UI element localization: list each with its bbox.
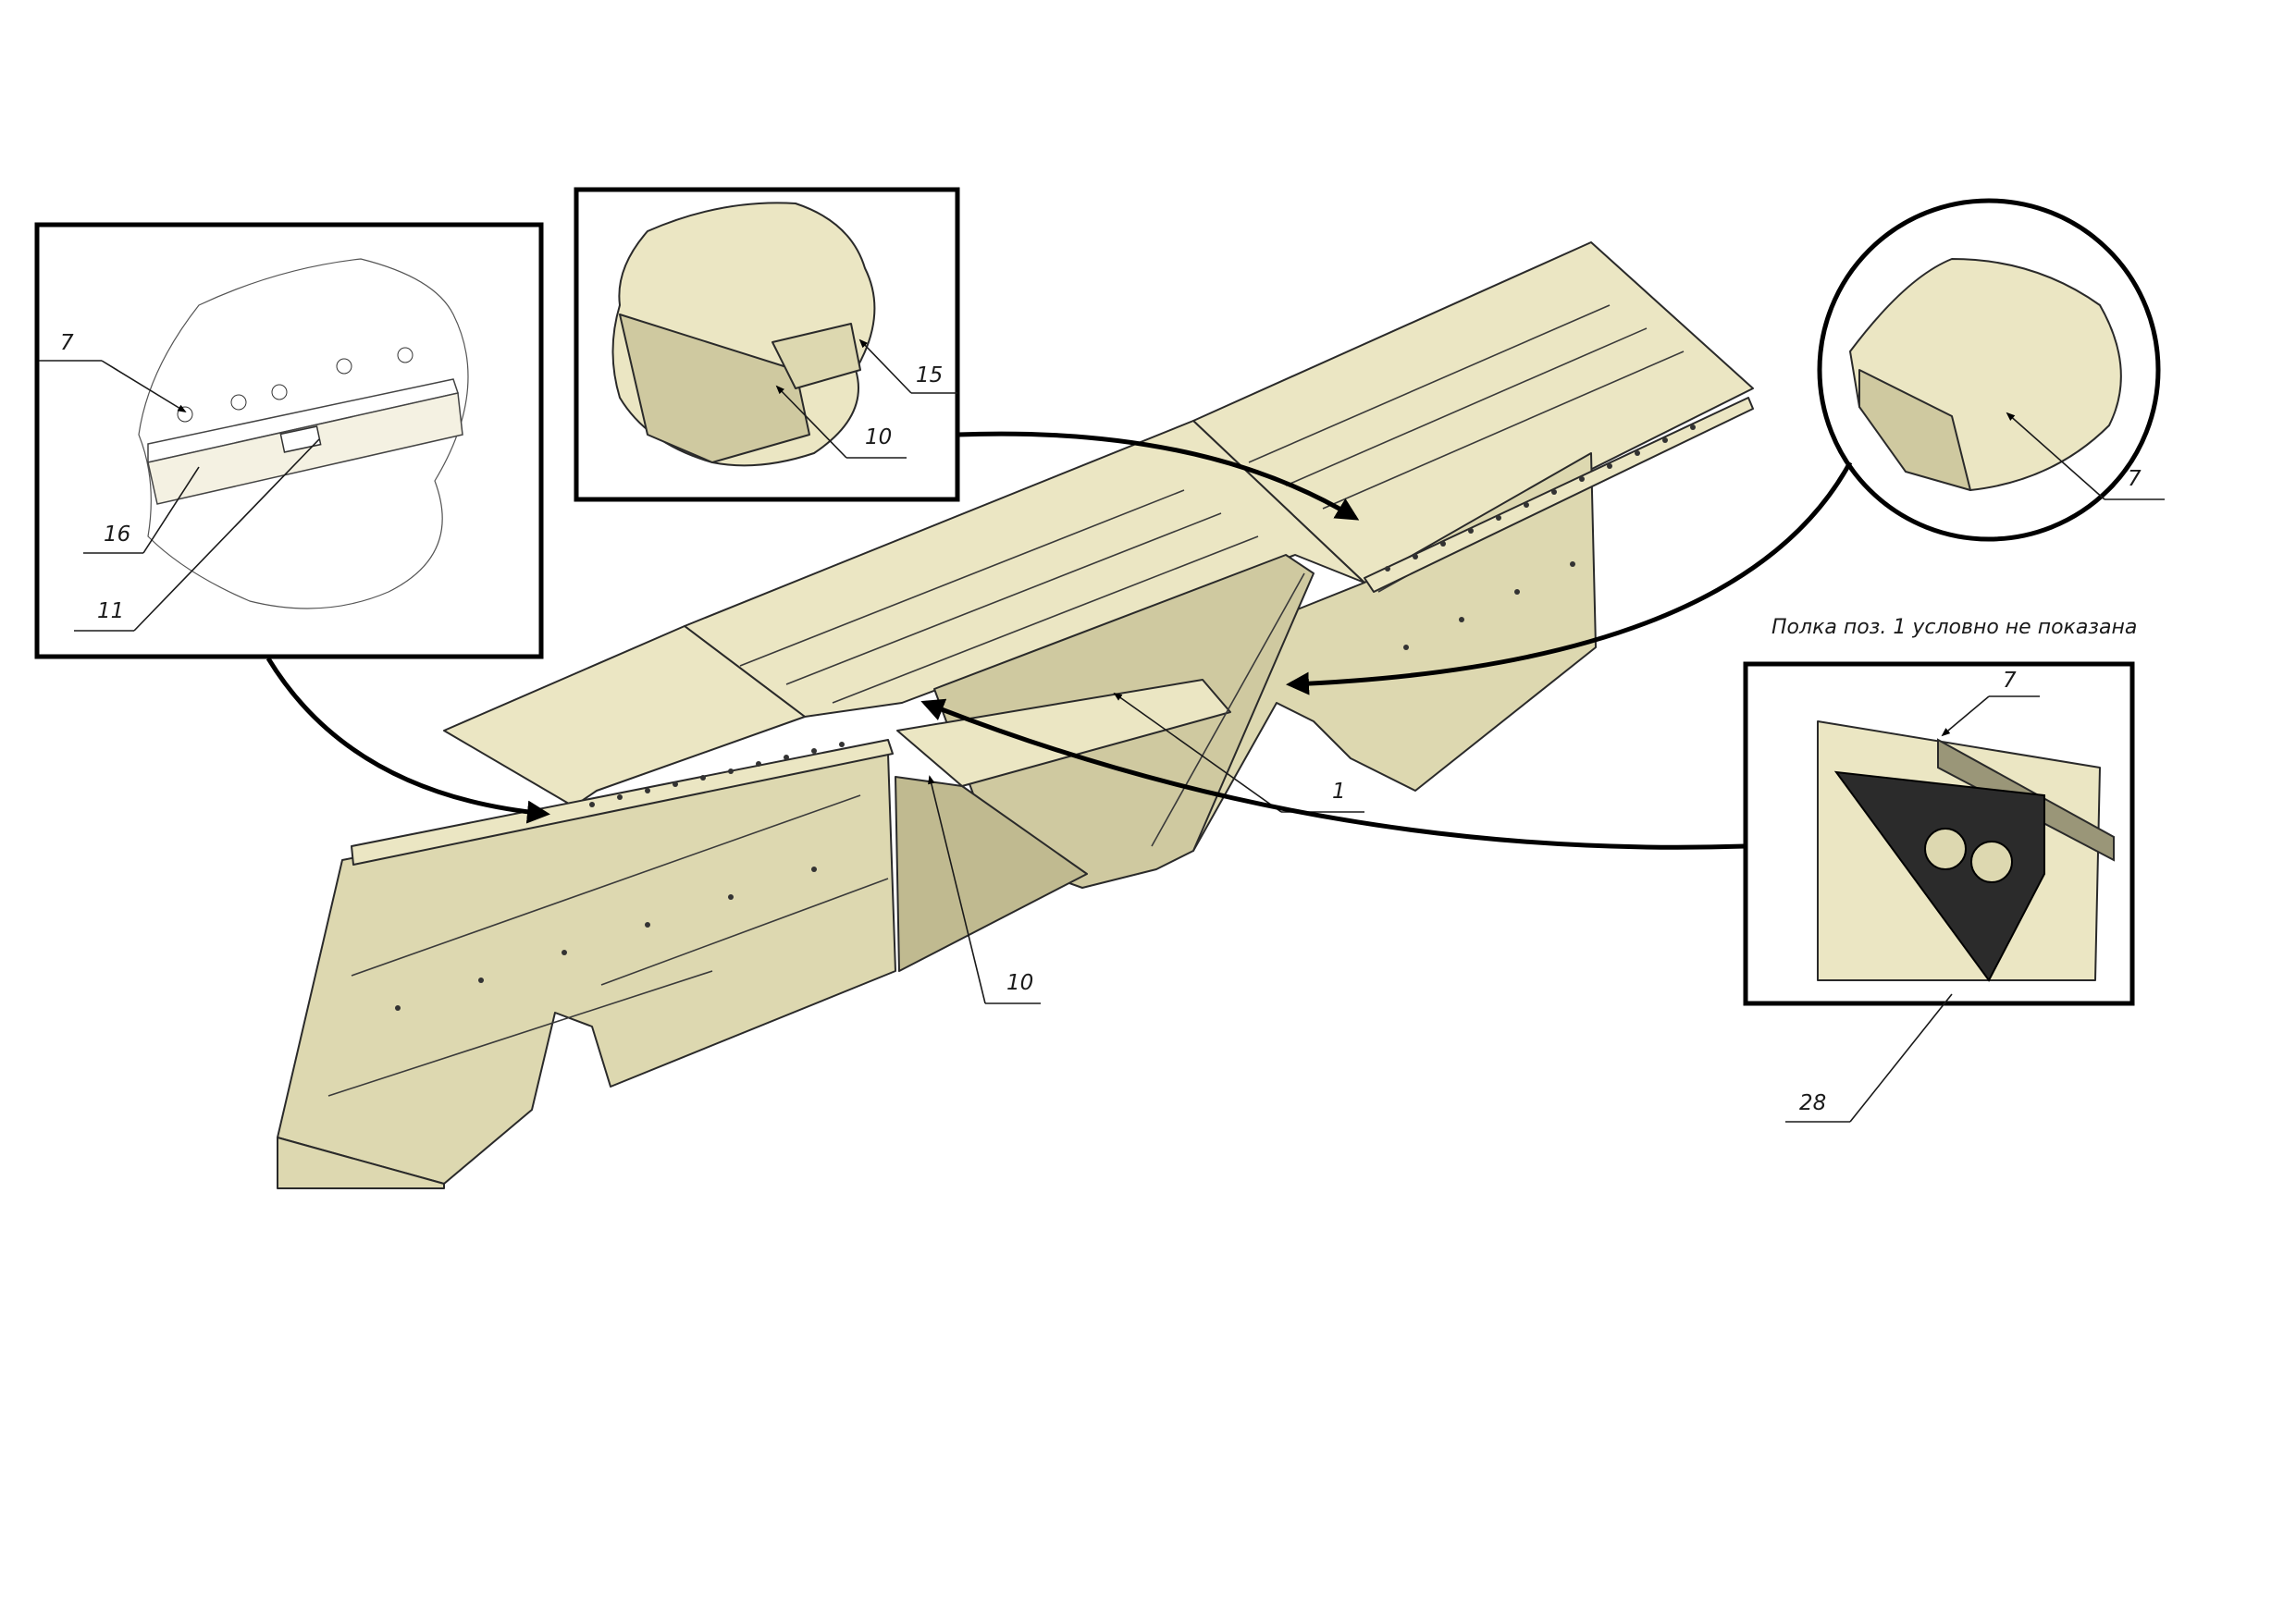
callout-28: 28 (1799, 1091, 1826, 1115)
rivet-holes (395, 424, 1696, 1011)
inner-floor (896, 679, 1231, 787)
arrow-detail-b (957, 431, 1360, 521)
callout-7-d: 7 (2003, 669, 2017, 693)
detail-a-bolts (177, 347, 414, 423)
detail-a: 7 16 11 (34, 222, 544, 659)
callout-10-detail: 10 (865, 425, 892, 449)
arrow-detail-a (265, 657, 550, 824)
callout-16: 16 (104, 523, 130, 547)
detail-pointer-arrows (265, 431, 1853, 850)
shadow-panel (895, 776, 1088, 972)
callout-10: 10 (1006, 971, 1033, 995)
arrow-detail-c (1286, 461, 1853, 695)
left-rail (351, 739, 894, 866)
main-assembly (277, 241, 1754, 1189)
callout-15: 15 (916, 363, 943, 387)
tail-panel (277, 1137, 445, 1189)
detail-b: 15 10 (574, 187, 960, 502)
detail-d: 7 28 (1743, 661, 2135, 1123)
bracket-28 (1833, 770, 2045, 982)
detail-b-bracket (772, 323, 861, 389)
callout-7: 7 (60, 331, 74, 355)
detail-b-side (619, 314, 810, 463)
detail-c: 7 (1817, 198, 2165, 542)
panel-seams (327, 304, 1685, 1097)
right-rail (1364, 397, 1754, 593)
note-shelf-not-shown: Полка поз. 1 условно не показана (1771, 616, 2137, 639)
arrow-detail-d (920, 698, 1747, 850)
callout-11: 11 (97, 599, 124, 623)
callout-1: 1 (1332, 780, 1346, 804)
detail-c-side (1858, 369, 1971, 491)
callout-7-c: 7 (2128, 467, 2142, 491)
detail-a-breakline (138, 258, 469, 609)
top-deck-front (443, 625, 806, 807)
